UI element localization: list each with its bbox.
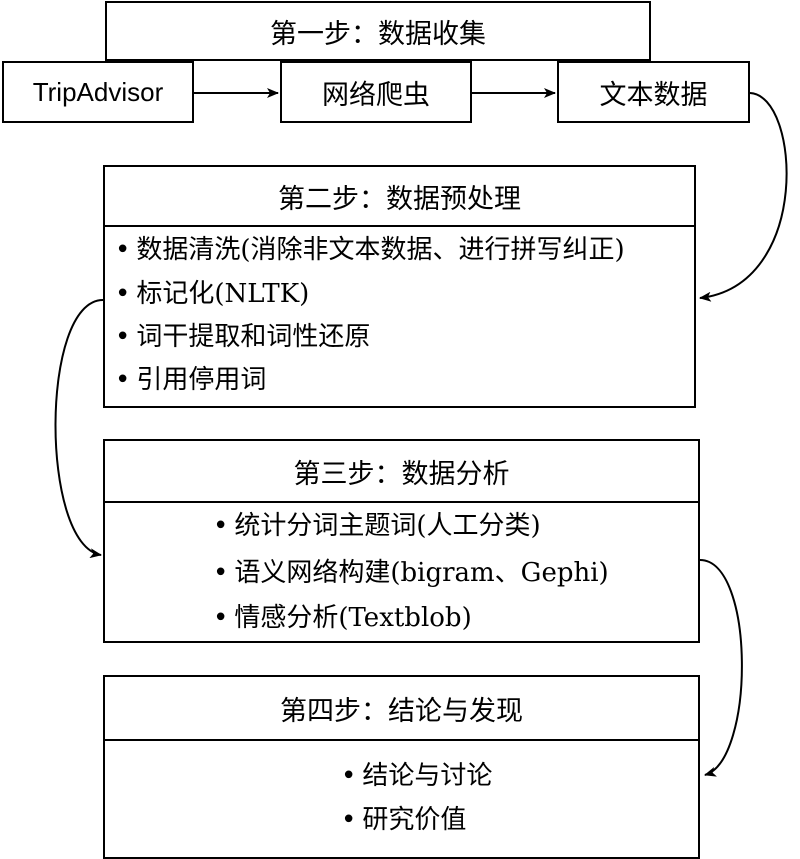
step3-title-box: 第三步：数据分析 — [103, 439, 700, 503]
step1-title-box: 第一步：数据收集 — [105, 1, 651, 61]
step2-item: 标记化(NLTK) — [115, 281, 309, 307]
step3-content-box: 统计分词主题词(人工分类) 语义网络构建(bigram、Gephi) 情感分析(… — [103, 501, 700, 643]
step3-bullet-list: 统计分词主题词(人工分类) 语义网络构建(bigram、Gephi) 情感分析(… — [213, 503, 693, 643]
step2-item: 数据清洗(消除非文本数据、进行拼写纠正) — [115, 237, 624, 263]
step2-title: 第二步：数据预处理 — [278, 183, 521, 215]
step3-title: 第三步：数据分析 — [293, 458, 510, 490]
step3-item: 语义网络构建(bigram、Gephi) — [213, 560, 608, 586]
text-data-label: 文本数据 — [599, 79, 708, 111]
web-crawler-box: 网络爬虫 — [280, 61, 472, 123]
step3-item: 统计分词主题词(人工分类) — [213, 513, 540, 539]
arrow-textdata-to-step2 — [699, 92, 788, 302]
step4-item: 结论与讨论 — [341, 763, 492, 789]
source-tripadvisor-label: TripAdvisor — [32, 76, 164, 107]
web-crawler-label: 网络爬虫 — [322, 79, 430, 111]
step2-item: 引用停用词 — [115, 367, 266, 393]
step2-item: 词干提取和词性还原 — [115, 324, 370, 350]
source-tripadvisor-box: TripAdvisor — [2, 61, 194, 123]
step3-item: 情感分析(Textblob) — [213, 605, 471, 631]
step2-title-box: 第二步：数据预处理 — [103, 165, 696, 227]
step2-bullet-list: 数据清洗(消除非文本数据、进行拼写纠正) 标记化(NLTK) 词干提取和词性还原… — [115, 227, 695, 407]
step4-title: 第四步：结论与发现 — [280, 695, 523, 727]
step4-item: 研究价值 — [341, 807, 466, 833]
arrow-step2-to-step3 — [54, 299, 104, 559]
arrow-step3-to-step4 — [699, 559, 743, 777]
step4-content-box: 结论与讨论 研究价值 — [103, 739, 700, 859]
step1-title: 第一步：数据收集 — [270, 18, 486, 50]
step4-bullet-list: 结论与讨论 研究价值 — [341, 741, 641, 856]
text-data-box: 文本数据 — [557, 61, 750, 123]
step4-title-box: 第四步：结论与发现 — [103, 675, 700, 741]
step2-content-box: 数据清洗(消除非文本数据、进行拼写纠正) 标记化(NLTK) 词干提取和词性还原… — [103, 225, 696, 408]
